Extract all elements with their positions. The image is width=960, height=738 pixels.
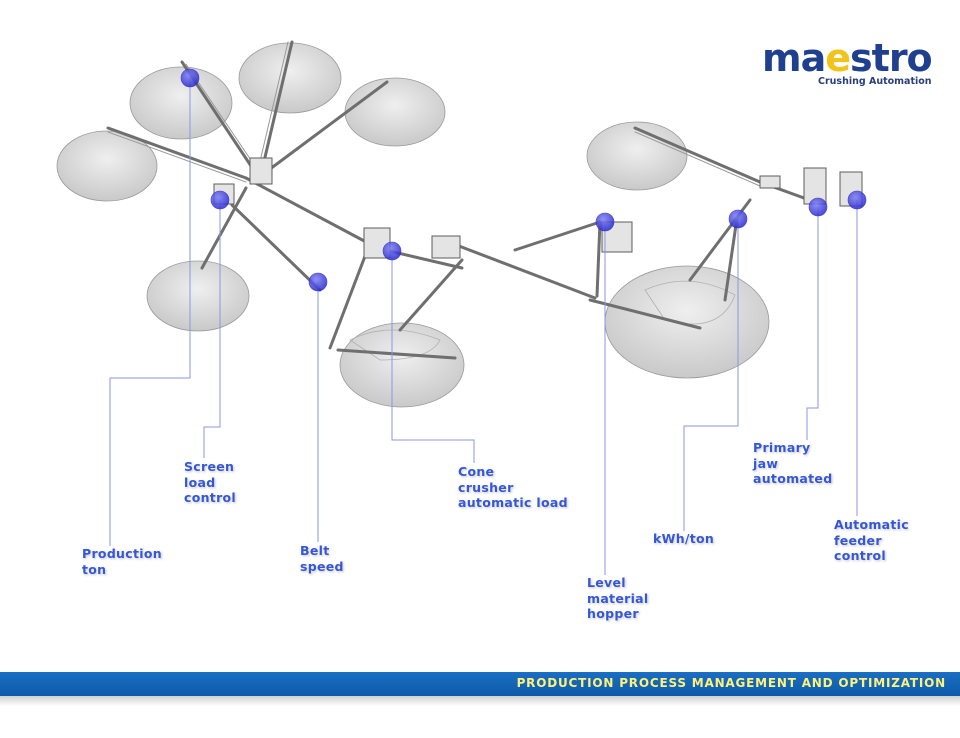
marker-cone-crusher (382, 241, 402, 261)
marker-level-hopper (595, 212, 615, 232)
marker-production-ton (180, 68, 200, 88)
stockpile (586, 121, 688, 191)
marker-kwh-ton (728, 209, 748, 229)
stockpile (129, 66, 233, 140)
marker-primary-jaw (808, 197, 828, 217)
marker-belt-speed (308, 272, 328, 292)
screen-machine (249, 157, 273, 185)
stockpile (339, 322, 465, 408)
stockpiles (56, 42, 770, 408)
footer-banner: PRODUCTION PROCESS MANAGEMENT AND OPTIMI… (0, 672, 960, 696)
leader-line (391, 251, 475, 463)
leader-lines (109, 78, 858, 575)
markers (180, 68, 867, 292)
discharge-unit (759, 175, 781, 189)
stockpile (238, 42, 342, 114)
transfer-unit (431, 235, 461, 259)
logo-wordmark: maestro (762, 36, 933, 80)
banner-shadow (0, 696, 960, 706)
stockpile (146, 260, 250, 332)
stockpile (604, 265, 770, 379)
marker-feeder-control (847, 190, 867, 210)
banner-title: PRODUCTION PROCESS MANAGEMENT AND OPTIMI… (516, 676, 946, 690)
leader-line (109, 78, 191, 546)
stockpile (344, 77, 446, 147)
logo-tagline: Crushing Automation (818, 76, 932, 87)
stockpile (56, 130, 158, 202)
leader-line (203, 200, 221, 458)
marker-screen-load-control (210, 190, 230, 210)
leader-line (806, 207, 819, 440)
maestro-logo: maestro Crushing Automation (762, 36, 933, 96)
callout-kwh-ton: kWh/ton (653, 531, 715, 546)
leader-line (683, 219, 739, 531)
